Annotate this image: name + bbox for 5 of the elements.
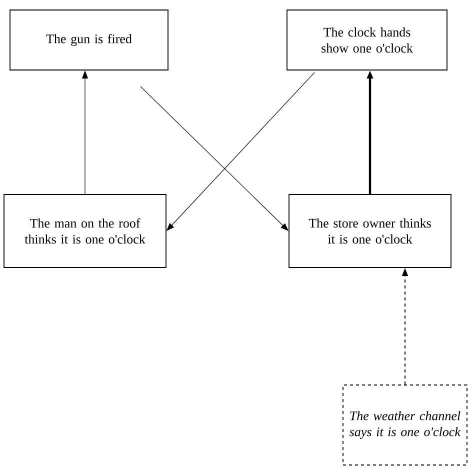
process-box: The clock hands show one o'clock	[286, 10, 448, 70]
dashed-box: The weather channel says it is one o'clock	[342, 384, 468, 466]
process-box: The gun is fired	[10, 10, 168, 70]
process-box: The store owner thinks it is one o'clock	[288, 194, 452, 268]
process-box: The man on the roof thinks it is one o'clock	[4, 194, 166, 268]
